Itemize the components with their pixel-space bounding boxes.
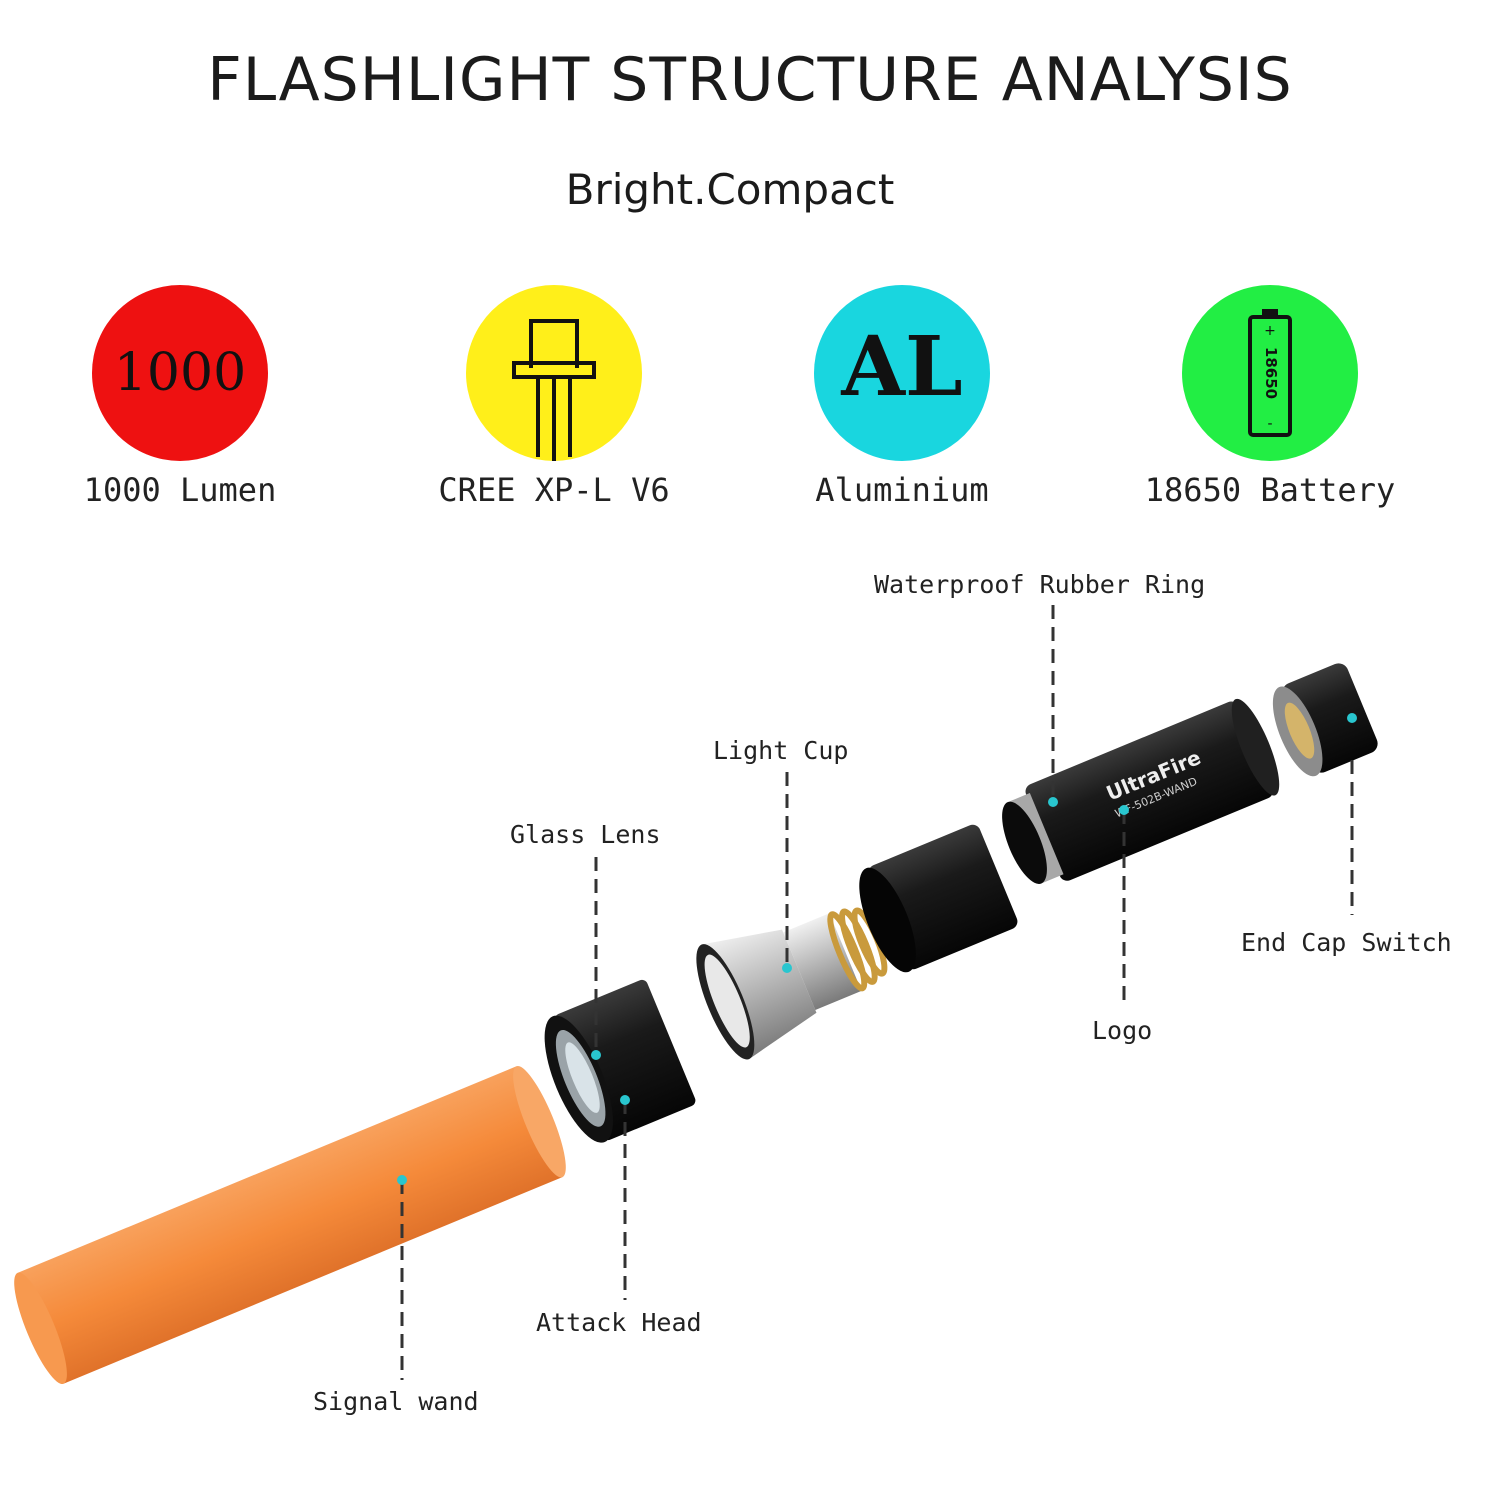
aluminium-badge-icon: AL bbox=[814, 285, 990, 461]
page-subtitle: Bright.Compact bbox=[565, 165, 895, 214]
feature-aluminium: AL Aluminium bbox=[722, 285, 1082, 525]
feature-led: CREE XP-L V6 bbox=[374, 285, 734, 525]
head-sleeve bbox=[859, 824, 1018, 973]
callout-signal-wand: Signal wand bbox=[313, 1387, 479, 1416]
feature-label: Aluminium bbox=[815, 471, 989, 509]
callout-light-cup: Light Cup bbox=[713, 736, 849, 765]
led-chip-icon bbox=[466, 285, 642, 461]
lumen-badge-text: 1000 bbox=[113, 343, 247, 403]
callout-attack-head: Attack Head bbox=[536, 1308, 702, 1337]
feature-battery: + - 18650 18650 Battery bbox=[1090, 285, 1450, 525]
callout-logo: Logo bbox=[1092, 1016, 1153, 1045]
feature-lumen: 1000 1000 Lumen bbox=[0, 285, 360, 525]
page-title: FLASHLIGHT STRUCTURE ANALYSIS bbox=[207, 45, 1293, 115]
callout-dots bbox=[397, 713, 1357, 1185]
svg-text:+: + bbox=[1264, 323, 1276, 339]
battery-icon: + - 18650 bbox=[1182, 285, 1358, 461]
led-chip-icon-svg bbox=[512, 319, 596, 461]
feature-label: 1000 Lumen bbox=[83, 471, 277, 509]
body-tube: UltraFire WF-502B-WAND bbox=[1002, 698, 1280, 884]
aluminium-badge-text: AL bbox=[841, 319, 963, 415]
callout-glass-lens: Glass Lens bbox=[510, 820, 661, 849]
callout-waterproof-ring: Waterproof Rubber Ring bbox=[874, 570, 1206, 599]
end-cap bbox=[1272, 663, 1378, 777]
leader-lines bbox=[400, 605, 1354, 1380]
feature-label: 18650 Battery bbox=[1144, 471, 1396, 509]
feature-label: CREE XP-L V6 bbox=[438, 471, 670, 509]
svg-text:-: - bbox=[1267, 416, 1272, 432]
battery-icon-svg: + - bbox=[1248, 309, 1292, 437]
callout-end-cap-switch: End Cap Switch bbox=[1241, 928, 1452, 957]
lumen-badge-icon: 1000 bbox=[92, 285, 268, 461]
attack-head bbox=[544, 979, 696, 1143]
signal-wand bbox=[14, 1065, 566, 1385]
